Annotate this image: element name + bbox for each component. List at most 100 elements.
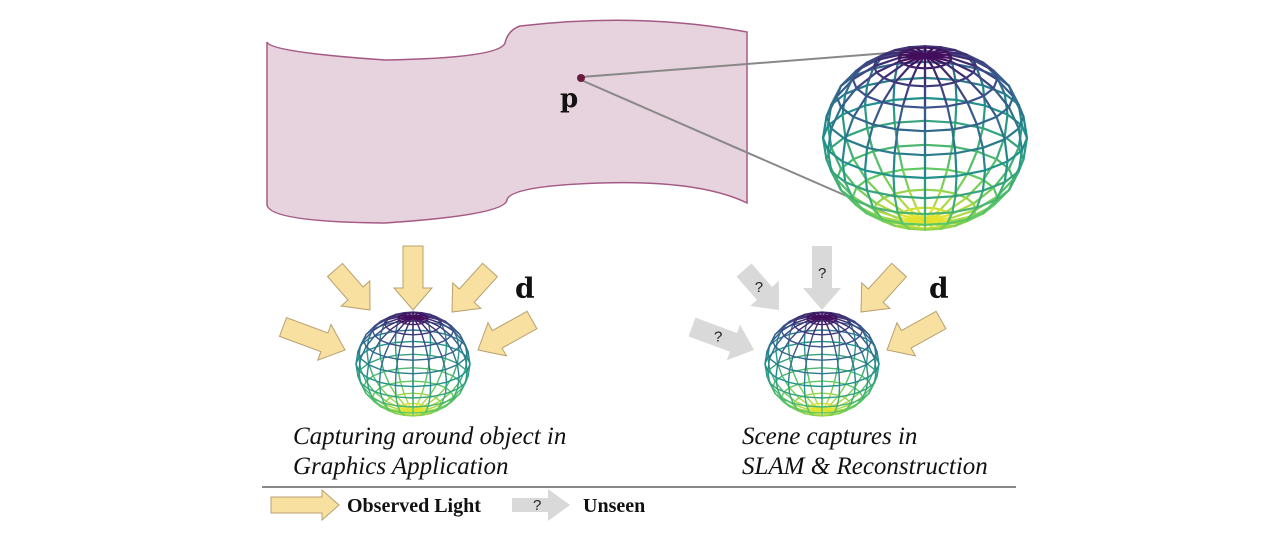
sphere-wire-segment [1003, 160, 1009, 184]
sphere-wire-segment [844, 127, 869, 138]
sphere-wire-segment [955, 98, 987, 107]
sphere-wire-segment [776, 388, 791, 395]
direction-label-right: d [929, 272, 949, 305]
sphere-wire-segment [787, 341, 806, 347]
sphere-wire-segment [395, 372, 414, 375]
sphere-wire-segment [385, 316, 400, 321]
sphere-wire-segment [875, 53, 902, 62]
sphere-wire-segment [821, 333, 832, 336]
sphere-wire-segment [812, 392, 823, 395]
sphere-wire-segment [821, 329, 840, 332]
sphere-wire-segment [788, 383, 799, 389]
sphere-wire-segment [995, 181, 1006, 201]
sphere-wire-segment [372, 398, 382, 408]
sphere-wire-segment [821, 316, 828, 325]
sphere-wire-segment [399, 411, 414, 414]
sphere-wire-segment [806, 358, 823, 361]
sphere-wire-segment [841, 138, 847, 163]
sphere-wire-segment [395, 321, 399, 332]
sphere-wire-segment [429, 368, 447, 374]
sphere-wire-segment [397, 358, 414, 361]
sphere-wire-segment [821, 115, 828, 140]
sphere-wire-segment [835, 319, 850, 328]
sphere-wire-segment [403, 392, 414, 395]
sphere-wire-segment [464, 370, 468, 384]
sphere-wire-segment [981, 181, 1006, 192]
sphere-wire-segment [421, 333, 427, 347]
sphere-wire-segment [932, 189, 942, 210]
sphere-wire-segment [416, 393, 423, 405]
sphere-wire-segment [865, 212, 884, 221]
sphere-wire-segment [1017, 115, 1025, 130]
sphere-wire-segment [1007, 146, 1020, 170]
sphere-wire-segment [923, 211, 954, 216]
sphere-wire-segment [389, 321, 402, 331]
sphere-wire-segment [923, 152, 957, 157]
sphere-wire-segment [436, 402, 443, 411]
sphere-wire-segment [378, 381, 382, 395]
sphere-wire-segment [374, 391, 387, 402]
sphere-wire-segment [775, 345, 790, 352]
sphere-wire-segment [865, 350, 869, 364]
sphere-wire-segment [844, 181, 869, 192]
sphere-wire-segment [444, 364, 459, 371]
sphere-wire-segment [821, 405, 838, 408]
sphere-wire-segment [882, 76, 897, 84]
sphere-wire-segment [946, 105, 954, 131]
sphere-wire-segment [388, 331, 397, 345]
sphere-wire-segment [946, 218, 969, 225]
sphere-wire-segment [821, 345, 836, 348]
sphere-wire-segment [853, 388, 868, 395]
sphere-wire-segment [868, 382, 876, 395]
sphere-wire-segment [830, 146, 843, 170]
sphere-wire-segment [966, 172, 985, 181]
sphere-wire-segment [882, 50, 905, 56]
sphere-wire-segment [1003, 113, 1009, 138]
sphere-wire-segment [792, 402, 808, 407]
sphere-wire-segment [950, 56, 978, 68]
sphere-wire-segment [781, 398, 794, 404]
sphere-wire-segment [835, 167, 843, 181]
sphere-wire-segment [424, 343, 438, 347]
sphere-wire-segment [808, 411, 823, 414]
sphere-wire-segment [379, 329, 391, 341]
sphere-wire-segment [982, 87, 995, 98]
sphere-wire-segment [1007, 106, 1020, 130]
sphere-wire-segment [372, 370, 385, 377]
sphere-wire-segment [452, 330, 464, 342]
sphere-wire-segment [871, 150, 884, 175]
sphere-wire-segment [951, 206, 979, 214]
sphere-wire-segment [908, 189, 918, 210]
sphere-wire-segment [412, 384, 432, 388]
sphere-wire-segment [788, 393, 806, 398]
sphere-wire-segment [444, 381, 448, 395]
sphere-wire-segment [838, 372, 841, 387]
sphere-wire-segment [951, 195, 957, 214]
sphere-wire-segment [429, 383, 438, 397]
sphere-wire-segment [893, 76, 927, 81]
sphere-wire-segment [838, 329, 846, 334]
sphere-wire-segment [367, 364, 382, 371]
sphere-wire-segment [865, 382, 876, 390]
sphere-wire-segment [950, 208, 978, 220]
sphere-wire-segment [975, 123, 985, 149]
sphere-wire-segment [412, 372, 431, 375]
sphere-wire-segment [397, 368, 402, 383]
sphere-wire-segment [775, 364, 779, 378]
sphere-wire-segment [395, 331, 405, 335]
sphere-wire-segment [804, 322, 814, 334]
sphere-wire-segment [412, 329, 431, 332]
sphere-wire-segment [424, 314, 437, 318]
sphere-wire-segment [923, 76, 957, 81]
sphere-wire-segment [792, 403, 808, 410]
sphere-wire-segment [893, 65, 911, 84]
sphere-wire-segment [853, 335, 861, 341]
sphere-wire-segment [875, 71, 885, 80]
sphere-wire-segment [435, 329, 447, 341]
sphere-wire-segment [915, 66, 927, 70]
sphere-wire-segment [421, 381, 427, 395]
sphere-wire-segment [367, 388, 374, 400]
sphere-wire-segment [781, 398, 791, 408]
sphere-wire-segment [992, 186, 999, 198]
